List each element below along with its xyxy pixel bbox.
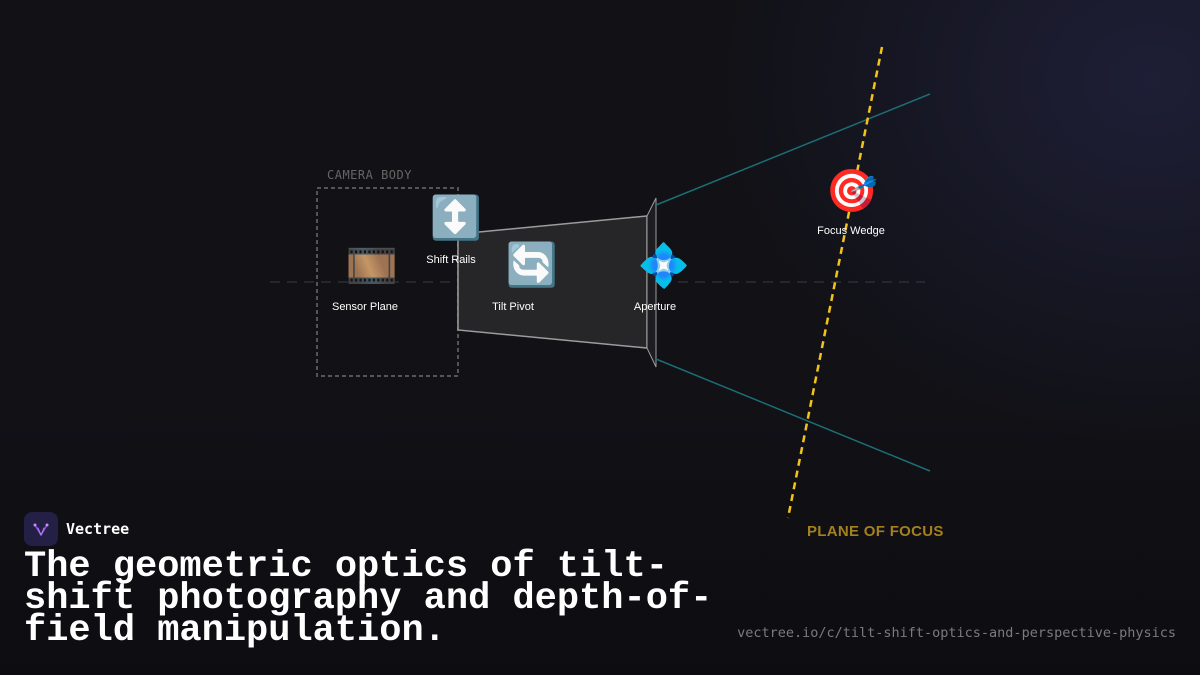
upper-light-ray xyxy=(655,93,931,206)
plane-of-focus-label: PLANE OF FOCUS xyxy=(807,523,944,540)
counterclockwise-arrows-icon: 🔄 xyxy=(505,240,559,289)
focus-wedge-label: Focus Wedge xyxy=(817,225,885,237)
vectree-logo-icon xyxy=(24,512,58,546)
up-down-arrow-icon: ↕️ xyxy=(429,193,483,242)
shift-rails-label: Shift Rails xyxy=(426,254,476,266)
brand-name: Vectree xyxy=(66,520,130,538)
source-url[interactable]: vectree.io/c/tilt-shift-optics-and-persp… xyxy=(737,625,1176,641)
tilt-pivot-label: Tilt Pivot xyxy=(492,301,534,313)
plane-of-focus-line xyxy=(786,46,884,519)
lens-front-element xyxy=(646,197,657,368)
target-dart-icon: 🎯 xyxy=(825,166,879,215)
aperture-label: Aperture xyxy=(633,301,677,313)
page-headline: The geometric optics of tilt-shift photo… xyxy=(24,546,713,652)
sensor-plane-label: Sensor Plane xyxy=(331,301,399,313)
camera-body-label: CAMERA BODY xyxy=(327,168,412,182)
lower-light-ray xyxy=(655,358,931,472)
film-frames-icon: 🎞️ xyxy=(345,241,399,290)
brand-block: Vectree xyxy=(24,512,129,546)
diamond-dot-icon: 💠 xyxy=(637,241,691,290)
